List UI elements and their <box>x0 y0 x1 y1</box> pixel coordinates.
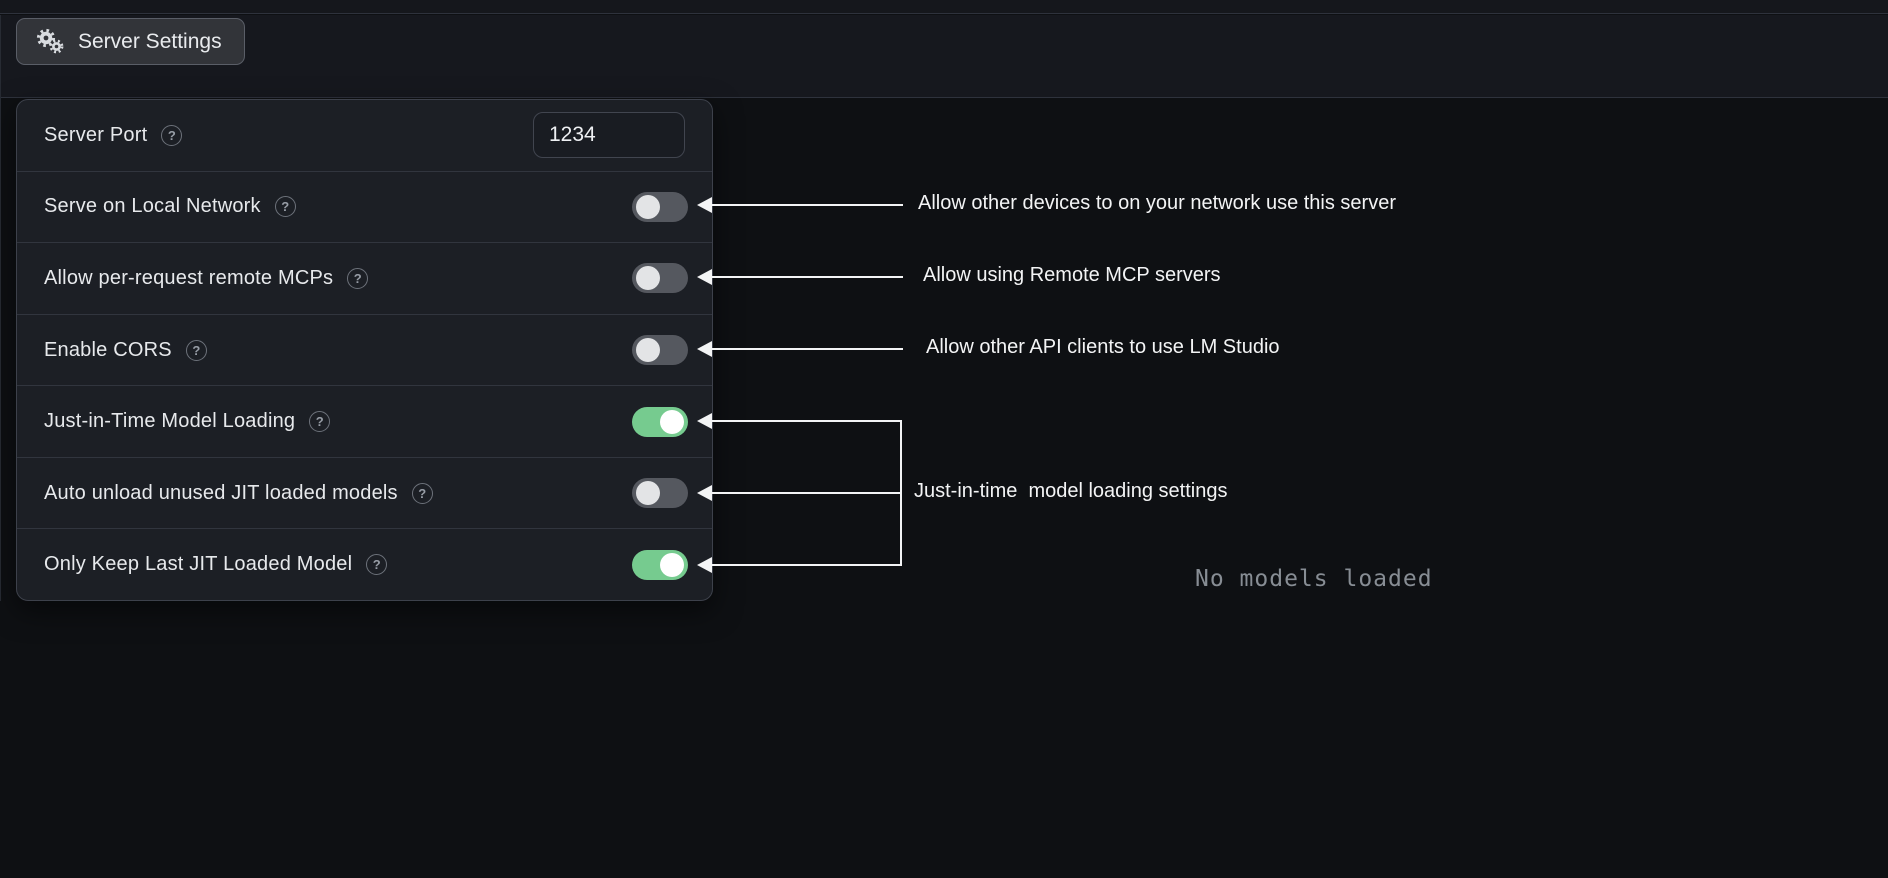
arrow-line <box>706 348 903 350</box>
remote-mcps-toggle[interactable] <box>632 263 688 294</box>
server-settings-button[interactable]: Server Settings <box>16 18 245 65</box>
arrow-left-icon <box>697 485 712 501</box>
arrow-line <box>706 564 902 566</box>
setting-row-jit-loading: Just-in-Time Model Loading ? <box>17 385 712 457</box>
enable-cors-toggle[interactable] <box>632 335 688 366</box>
arrow-line <box>706 276 903 278</box>
arrow-line <box>706 492 902 494</box>
jit-loading-label: Just-in-Time Model Loading <box>44 410 296 433</box>
toggle-knob <box>636 194 660 219</box>
pane-left-edge <box>0 15 1 601</box>
help-icon[interactable]: ? <box>161 124 183 146</box>
bracket-line <box>900 420 902 566</box>
server-settings-panel: Server Port ? Serve on Local Network ? A… <box>16 99 713 601</box>
server-port-input[interactable] <box>533 112 685 159</box>
enable-cors-label: Enable CORS <box>44 338 172 361</box>
toggle-knob <box>636 481 660 506</box>
help-icon[interactable]: ? <box>347 267 369 289</box>
gears-icon <box>35 28 65 55</box>
setting-row-server-port: Server Port ? <box>17 100 712 171</box>
toggle-knob <box>660 552 684 577</box>
annotation-jit-group: Just-in-time model loading settings <box>914 480 1228 502</box>
arrow-left-icon <box>697 341 712 357</box>
auto-unload-jit-label: Auto unload unused JIT loaded models <box>44 481 398 504</box>
help-icon[interactable]: ? <box>309 411 331 433</box>
help-icon[interactable]: ? <box>411 482 433 504</box>
toggle-knob <box>636 266 660 291</box>
keep-last-jit-label: Only Keep Last JIT Loaded Model <box>44 553 353 576</box>
annotation-serve-local-network: Allow other devices to on your network u… <box>918 192 1396 214</box>
server-port-label: Server Port <box>44 123 148 146</box>
arrow-left-icon <box>697 557 712 573</box>
toggle-knob <box>660 409 684 434</box>
setting-row-remote-mcps: Allow per-request remote MCPs ? <box>17 242 712 314</box>
serve-local-network-toggle[interactable] <box>632 191 688 222</box>
arrow-line <box>706 204 903 206</box>
help-icon[interactable]: ? <box>274 196 296 218</box>
keep-last-jit-toggle[interactable] <box>632 549 688 580</box>
annotation-enable-cors: Allow other API clients to use LM Studio <box>926 336 1280 358</box>
server-toolbar <box>0 15 1888 98</box>
arrow-left-icon <box>697 197 712 213</box>
annotation-remote-mcps: Allow using Remote MCP servers <box>923 264 1221 286</box>
arrow-left-icon <box>697 269 712 285</box>
arrow-left-icon <box>697 413 712 429</box>
setting-row-keep-last-jit: Only Keep Last JIT Loaded Model ? <box>17 528 712 600</box>
remote-mcps-label: Allow per-request remote MCPs <box>44 266 334 289</box>
setting-row-enable-cors: Enable CORS ? <box>17 313 712 386</box>
serve-local-network-label: Serve on Local Network <box>44 195 261 218</box>
setting-row-serve-local-network: Serve on Local Network ? <box>17 170 712 243</box>
window-top-strip <box>0 0 1888 14</box>
server-settings-button-label: Server Settings <box>78 29 222 53</box>
auto-unload-jit-toggle[interactable] <box>632 478 688 509</box>
jit-loading-toggle[interactable] <box>632 406 688 437</box>
arrow-line <box>706 420 902 422</box>
help-icon[interactable]: ? <box>366 554 388 576</box>
no-models-loaded-status: No models loaded <box>1195 566 1433 592</box>
setting-row-auto-unload-jit: Auto unload unused JIT loaded models ? <box>17 456 712 529</box>
help-icon[interactable]: ? <box>185 339 207 361</box>
toggle-knob <box>636 338 660 363</box>
